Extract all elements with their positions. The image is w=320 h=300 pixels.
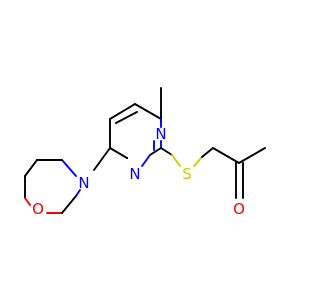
atom-label-n-ring-bottom: N	[129, 165, 140, 183]
structure-canvas: N N S O N O	[24, 87, 266, 218]
bond-c2-s	[160, 147, 173, 156]
atom-label-o-carbonyl: O	[233, 200, 245, 218]
bond-s-ch2	[193, 156, 203, 167]
bond-c2-s-b	[171, 154, 181, 167]
bond-morph-3	[24, 159, 38, 177]
bonds-group	[24, 87, 266, 214]
bond-morph-6	[61, 195, 77, 214]
atom-label-n-morpholine: N	[78, 174, 89, 192]
bond-c2-n1-part	[149, 147, 162, 156]
bond-morph-4b	[24, 197, 31, 206]
bond-s-ch2-b	[201, 147, 214, 158]
bond-c4-c5	[134, 103, 162, 120]
bond-ch2-co	[212, 147, 240, 164]
bond-c2-n1	[141, 154, 151, 167]
bond-morph-1	[61, 159, 77, 177]
bond-morph-6b	[75, 189, 81, 197]
molecule-diagram: N N S O N O	[24, 87, 266, 218]
bond-co-ch3	[238, 147, 266, 164]
bond-c6-nmorph	[93, 147, 111, 171]
atom-label-n-ring-top: N	[155, 125, 166, 143]
atom-label-o-morpholine: O	[32, 200, 44, 218]
atom-label-s-thioether: S	[182, 165, 192, 183]
bond-c7-n1	[109, 147, 128, 159]
atom-labels-group: N N S O N O	[32, 125, 245, 218]
bond-c5-c6-inner	[115, 111, 138, 124]
bond-c5-c6	[109, 103, 136, 120]
